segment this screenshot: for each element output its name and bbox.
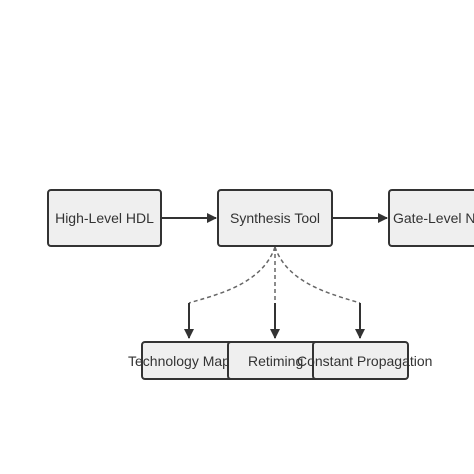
- node-label-gate-level-netlist: Gate-Level Netlist: [393, 210, 474, 226]
- node-retiming[interactable]: Retiming: [227, 341, 323, 380]
- node-label-high-level-hdl: High-Level HDL: [55, 210, 154, 226]
- edge-synthesis-to-techmap: [188, 246, 276, 304]
- node-technology-mapping[interactable]: Technology Mapping: [128, 341, 256, 380]
- node-label-retiming: Retiming: [248, 352, 304, 369]
- node-constant-propagation[interactable]: Constant Propagation: [297, 341, 432, 380]
- node-label-technology-mapping: Technology Mapping: [128, 352, 257, 369]
- node-high-level-hdl[interactable]: High-Level HDL: [47, 189, 162, 247]
- node-synthesis-tool[interactable]: Synthesis Tool: [217, 189, 333, 247]
- edge-synthesis-to-constprop: [274, 246, 361, 304]
- node-label-constant-propagation: Constant Propagation: [297, 352, 433, 369]
- node-gate-level-netlist[interactable]: Gate-Level Netlist: [388, 189, 474, 247]
- node-label-synthesis-tool: Synthesis Tool: [229, 210, 320, 226]
